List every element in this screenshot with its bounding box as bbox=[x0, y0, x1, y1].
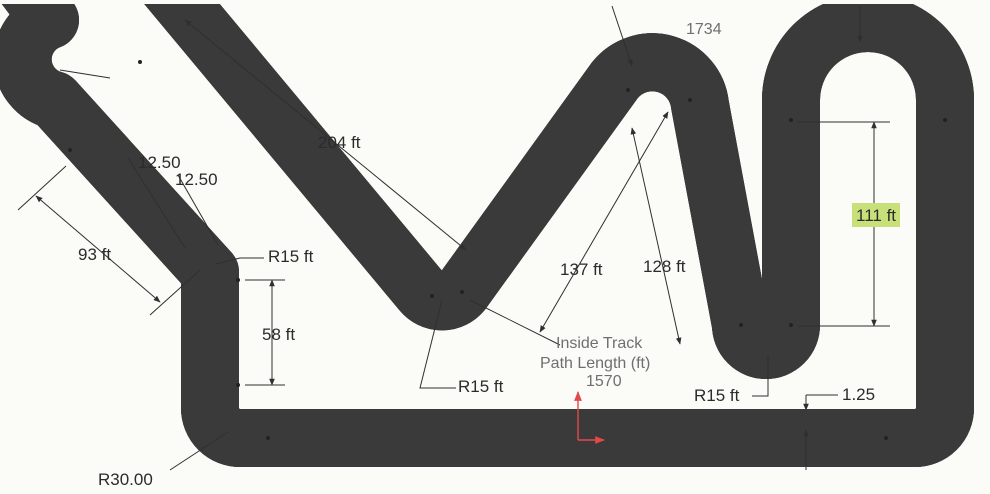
label-path-length: Path Length (ft) bbox=[540, 355, 650, 372]
label-93ft: 93 ft bbox=[78, 245, 111, 264]
dim-93-ext2 bbox=[149, 269, 201, 316]
origin-axes bbox=[574, 391, 605, 444]
dim-137-ext bbox=[469, 299, 561, 346]
leader-r30 bbox=[169, 431, 229, 471]
dim-width2 bbox=[177, 174, 219, 246]
dim-width1 bbox=[127, 157, 186, 249]
label-r15-mid: R15 ft bbox=[458, 377, 504, 396]
dim-204 bbox=[184, 19, 467, 251]
label-137ft: 137 ft bbox=[560, 260, 603, 279]
label-r15-right: R15 ft bbox=[694, 386, 740, 405]
leader-r15-left bbox=[215, 257, 264, 265]
label-r15-left: R15 ft bbox=[268, 247, 314, 266]
label-inside-value: 1570 bbox=[586, 373, 622, 390]
dim-93 bbox=[35, 195, 161, 303]
vertex-dots bbox=[68, 60, 947, 440]
leader-topleft bbox=[59, 69, 111, 79]
track-centerline bbox=[20, 0, 945, 438]
label-204ft: 204 ft bbox=[318, 133, 361, 152]
dim-128 bbox=[630, 127, 682, 345]
label-width-2: 12.50 bbox=[175, 170, 218, 189]
leader-r15-right bbox=[752, 356, 769, 397]
label-128ft: 128 ft bbox=[643, 257, 686, 276]
label-width-1: 12.50 bbox=[138, 153, 181, 172]
label-58ft: 58 ft bbox=[262, 325, 295, 344]
dim-top-mid bbox=[611, 5, 633, 67]
dim-93-ext1 bbox=[17, 165, 67, 211]
label-r30: R30.00 bbox=[98, 470, 153, 489]
track-band bbox=[0, 0, 974, 467]
label-inside-track: Inside Track bbox=[556, 335, 643, 352]
label-111ft: 111 ft bbox=[856, 206, 896, 225]
label-1734: 1734 bbox=[686, 21, 722, 38]
label-1-25: 1.25 bbox=[842, 385, 875, 404]
dimension-labels: 1734 204 ft 93 ft 12.50 12.50 R15 ft 58 … bbox=[78, 18, 900, 489]
leader-r15-mid bbox=[419, 299, 456, 389]
top-edge bbox=[0, 0, 990, 4]
